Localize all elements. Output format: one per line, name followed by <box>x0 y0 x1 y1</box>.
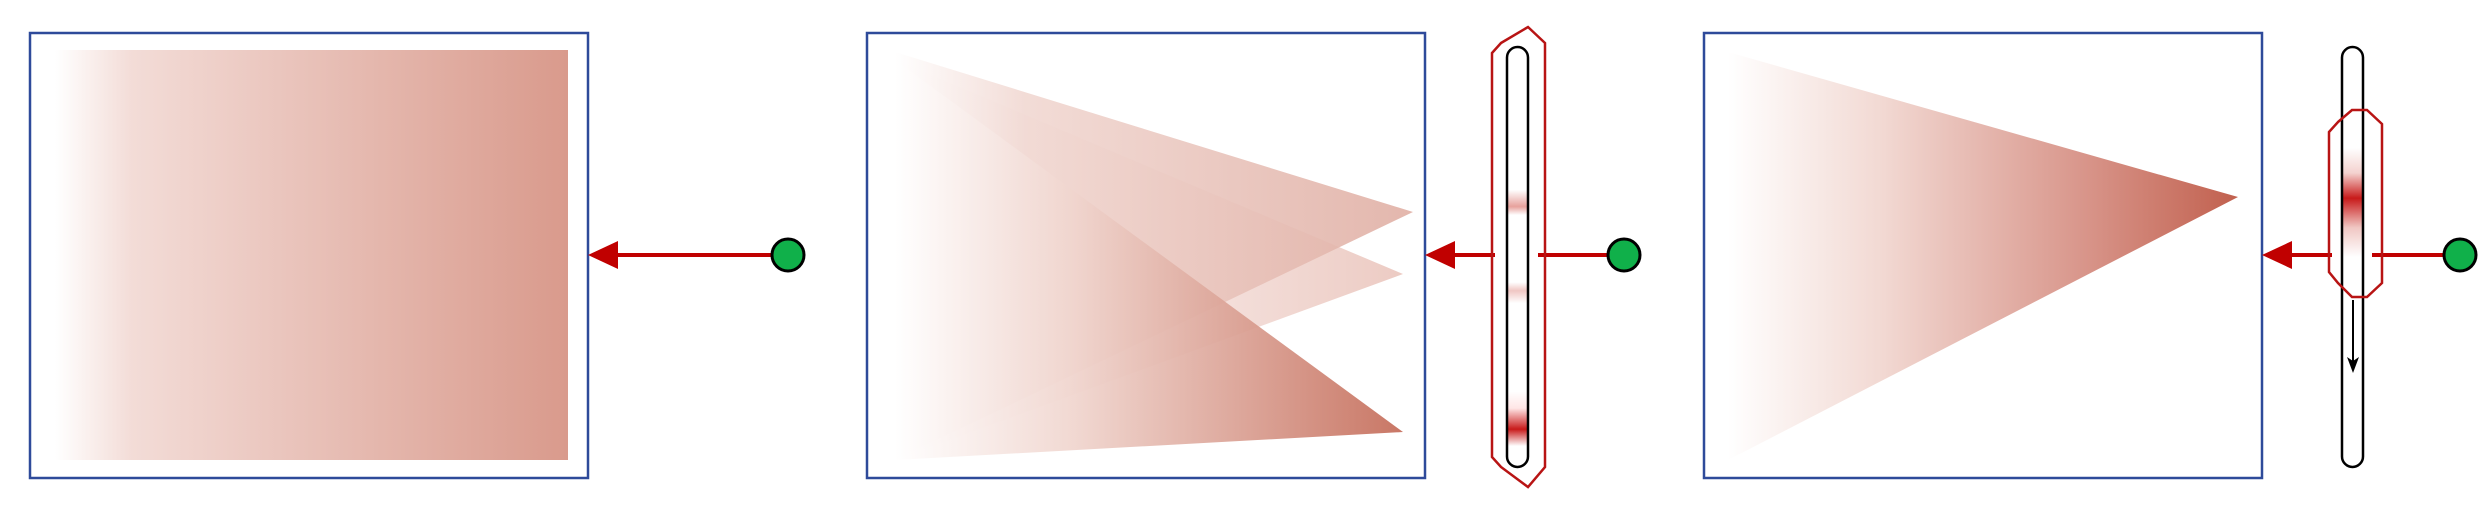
panel-1-uniform-beam <box>55 50 568 460</box>
panel-2 <box>865 25 1642 489</box>
circle-icon <box>1606 237 1642 273</box>
circle-icon <box>770 237 806 273</box>
panel-3 <box>1702 31 2478 480</box>
panel-2-lower-fan <box>895 60 1403 460</box>
arrow-down-icon <box>2347 357 2359 373</box>
slit-tube <box>1505 45 1530 469</box>
slit-enclosure <box>1490 25 1547 489</box>
slit-enclosure <box>2327 108 2384 299</box>
arrow-left-icon <box>2262 241 2292 269</box>
slit-tube <box>2340 45 2365 469</box>
circle-icon <box>2442 237 2478 273</box>
arrow-left-icon <box>1425 241 1455 269</box>
panel-1 <box>28 31 806 480</box>
arrow-left-icon <box>588 241 618 269</box>
panel-3-fan <box>1728 52 2238 460</box>
